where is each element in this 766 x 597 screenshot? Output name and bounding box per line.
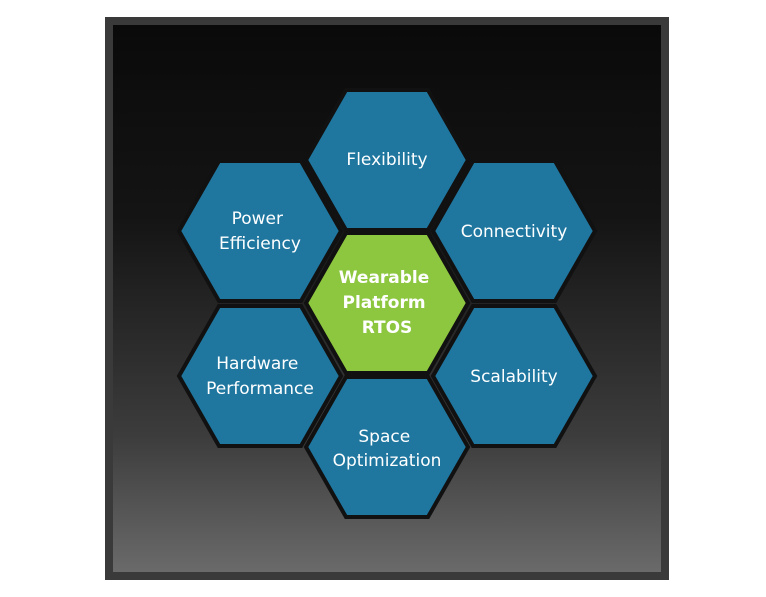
label-hardware-performance-line-2: Performance <box>206 379 314 399</box>
hexagon-power-efficiency <box>176 159 344 303</box>
svg-text:Power Efficiency: Power Efficiency <box>219 209 301 254</box>
hexagon-flexibility <box>303 88 471 232</box>
hexagon-connectivity <box>430 159 598 303</box>
svg-text:Connectivity: Connectivity <box>461 222 568 242</box>
node-power-efficiency: Power Efficiency <box>176 159 344 303</box>
svg-text:Flexibility: Flexibility <box>346 150 427 170</box>
label-power-efficiency-line-2: Efficiency <box>219 234 301 254</box>
node-hardware-performance: Hardware Performance <box>176 304 344 448</box>
label-space-optimization-line-2: Optimization <box>333 451 442 471</box>
node-flexibility: Flexibility <box>303 88 471 232</box>
node-connectivity: Connectivity <box>430 159 598 303</box>
center-label-line-3: RTOS <box>362 318 413 338</box>
hexagon-space-optimization <box>303 375 471 519</box>
center-label-line-1: Wearable <box>339 268 430 288</box>
node-space-optimization: Space Optimization <box>303 375 471 519</box>
hexagon-scalability <box>430 304 598 448</box>
svg-text:Wearable Platform: Wearable Platform RTOS <box>339 268 435 338</box>
label-connectivity-line-1: Connectivity <box>461 222 568 242</box>
label-power-efficiency-line-1: Power <box>232 209 283 229</box>
label-flexibility-line-1: Flexibility <box>346 150 427 170</box>
svg-text:Hardware Performance: Hardware Performance <box>206 354 314 399</box>
hexagon-center <box>303 231 471 375</box>
node-scalability: Scalability <box>430 304 598 448</box>
svg-text:Space Optimization: Space Optimization <box>333 427 442 471</box>
center-label-line-2: Platform <box>343 293 426 313</box>
svg-text:Scalability: Scalability <box>470 367 557 387</box>
label-scalability-line-1: Scalability <box>470 367 557 387</box>
hexagon-hardware-performance <box>176 304 344 448</box>
label-space-optimization-line-1: Space <box>358 427 410 447</box>
node-center: Wearable Platform RTOS <box>303 231 471 375</box>
label-hardware-performance-line-1: Hardware <box>216 354 298 374</box>
